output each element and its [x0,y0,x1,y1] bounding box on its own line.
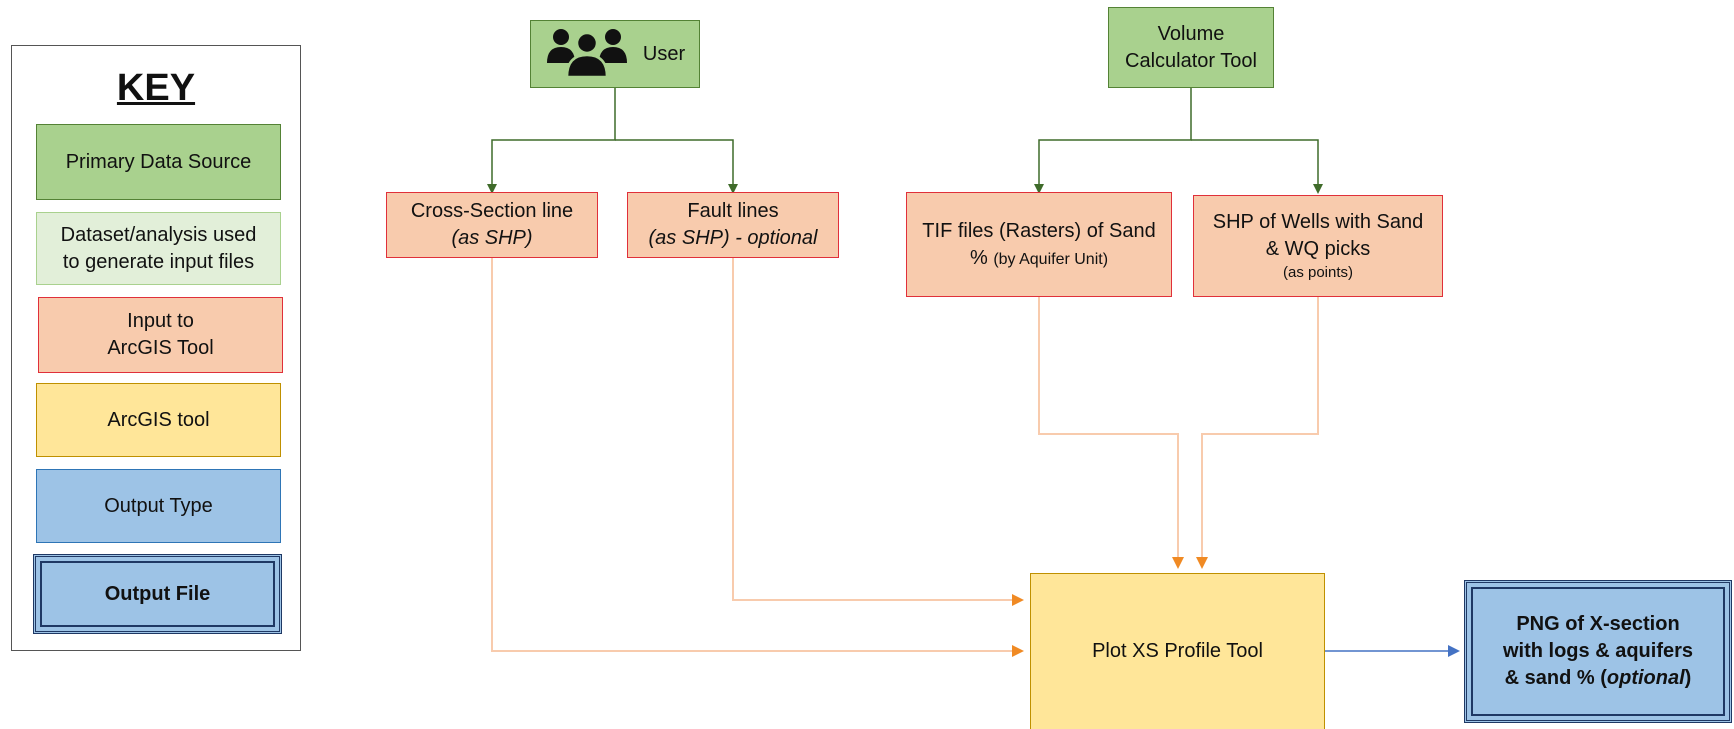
key-output-type-label: Output Type [104,494,213,517]
key-arcgis-tool-label: ArcGIS tool [107,408,210,431]
node-png-line3-main: & sand % ( [1504,667,1607,689]
node-fault-lines-line2: (as SHP) - optional [648,227,818,249]
node-tif-line2-small: (by Aquifer Unit) [993,250,1109,268]
node-plot-tool-label: Plot XS Profile Tool [1092,640,1263,662]
key-primary-data-source: Primary Data Source [36,124,281,200]
node-volume-calculator-tool: Volume Calculator Tool [1108,7,1274,88]
edge-shp-wells-to-plot-tool [1196,297,1319,569]
key-dataset-line1: Dataset/analysis used [60,223,257,246]
node-fault-lines: Fault lines (as SHP) - optional [627,192,839,258]
node-shp-wells-line1: SHP of Wells with Sand [1212,211,1424,233]
edge-volume-to-tif [1034,88,1192,194]
node-tif-line1: TIF files (Rasters) of Sand [922,219,1156,242]
key-input-line2: ArcGIS Tool [107,337,214,359]
users-group-icon [545,23,629,85]
node-png-line1: PNG of X-section [1516,613,1680,635]
edge-cross-section-to-plot-tool [491,258,1024,657]
node-tif-files: TIF files (Rasters) of Sand % (by Aquife… [906,192,1172,297]
key-output-file: Output File [33,554,282,634]
node-tif-line2: % (by Aquifer Unit) [970,245,1108,272]
node-plot-xs-profile-tool: Plot XS Profile Tool [1030,573,1325,729]
key-dataset-analysis: Dataset/analysis used to generate input … [36,212,281,285]
key-title: KEY [116,67,196,109]
key-output-file-label: Output File [104,582,211,605]
node-tif-line2-main: % [969,246,988,269]
key-primary-data-source-label: Primary Data Source [65,150,252,173]
node-png-line3: & sand % (optional) [1505,665,1692,692]
node-shp-wells-line3: (as points) [1282,264,1354,281]
key-input-to-arcgis: Input to ArcGIS Tool [38,297,283,373]
edge-fault-lines-to-plot-tool [732,258,1024,606]
node-volume-line1: Volume [1157,22,1225,45]
edge-volume-to-shp-wells [1191,139,1323,194]
node-user: User [530,20,700,88]
node-user-label: User [642,42,686,65]
node-cross-section-line1: Cross-Section line [410,200,574,222]
key-arcgis-tool: ArcGIS tool [36,383,281,457]
node-png-line3-ital: optional [1606,667,1685,689]
node-cross-section-line2: (as SHP) [451,227,533,249]
node-shp-wells-line2: & WQ picks [1265,238,1371,260]
key-input-line1: Input to [127,310,194,332]
edge-user-to-fault-lines [615,139,738,194]
edge-tif-to-plot-tool [1038,297,1184,569]
node-png-output-file: PNG of X-section with logs & aquifers & … [1464,580,1732,723]
node-fault-lines-line1: Fault lines [687,200,779,222]
node-shp-wells: SHP of Wells with Sand & WQ picks (as po… [1193,195,1443,297]
edge-user-to-cross-section [487,88,616,194]
node-cross-section-line: Cross-Section line (as SHP) [386,192,598,258]
node-png-line2: with logs & aquifers [1502,640,1694,662]
node-volume-line2: Calculator Tool [1125,49,1257,72]
node-png-line3-end: ) [1684,667,1692,689]
key-dataset-line2: to generate input files [62,250,255,273]
key-output-type: Output Type [36,469,281,543]
